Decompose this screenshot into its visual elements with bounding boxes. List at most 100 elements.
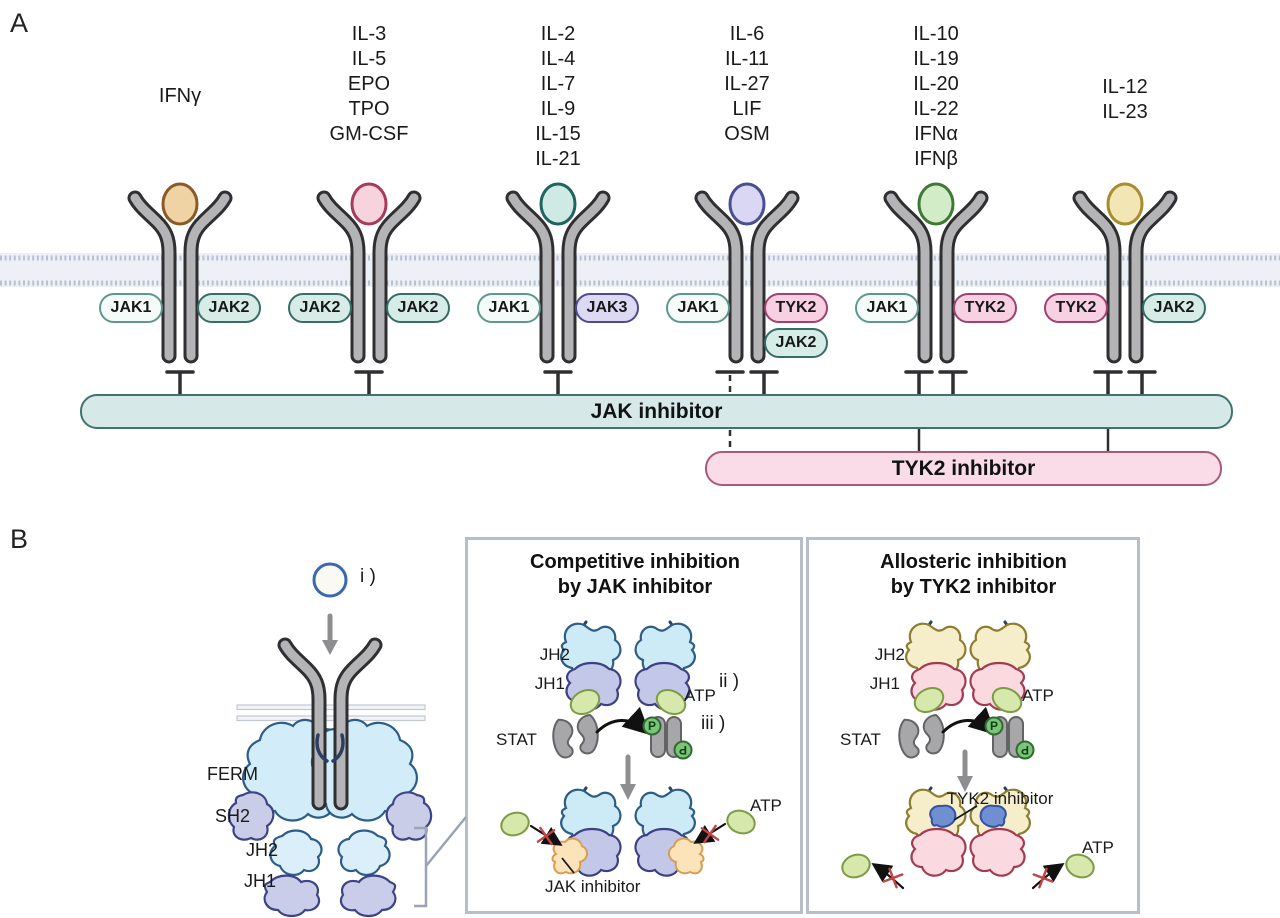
phosphate-circle [984, 716, 1004, 736]
zoom-bracket-line [425, 816, 467, 867]
zoom-bracket [414, 826, 428, 908]
ligand-step-i [312, 562, 348, 598]
inhibition-tbar [938, 370, 968, 398]
cell-membrane [0, 253, 1280, 287]
kinase-pill-jak2: JAK2 [288, 293, 352, 323]
atp-molecule [1065, 853, 1095, 879]
allosteric-inhibited-kinases [841, 786, 1095, 890]
kinase-pill-jak1: JAK1 [855, 293, 919, 323]
kinase-pill-jak2: JAK2 [764, 328, 828, 358]
down-arrow [957, 749, 973, 792]
atp-label: ATP [750, 796, 782, 815]
ligand-il6-family [728, 182, 766, 226]
sh2-domain [385, 791, 433, 841]
atp-molecule [913, 687, 945, 713]
ferm-label: FERM [207, 764, 258, 784]
atp-molecule [655, 689, 687, 715]
jh1-domain [263, 874, 321, 918]
atp-molecule [991, 687, 1023, 713]
atp-release-arrow [1031, 862, 1065, 890]
jh2-label: JH2 [874, 645, 905, 664]
kinase-pill-jak3: JAK3 [575, 293, 639, 323]
cytokine-list-il6: IL-6 IL-11 IL-27 LIF OSM [724, 23, 770, 145]
tyk2-inhibitor-pointer [953, 805, 978, 821]
phosphate-p-label: P [647, 719, 656, 733]
jh1-label: JH1 [534, 674, 565, 693]
jak-domain-blobs-right [310, 718, 433, 918]
down-arrow [620, 754, 636, 800]
membrane-line [236, 715, 426, 722]
stat-protein [895, 717, 923, 760]
atp-label: ATP [1022, 686, 1054, 705]
kinase-pill-tyk2: TYK2 [953, 293, 1017, 323]
ligand-ifng [161, 182, 199, 226]
receptor-tail-hook [331, 733, 345, 763]
blocked-x-icon [700, 824, 720, 844]
inhibition-tbar [543, 370, 573, 398]
tyk2-inhibitor-bar: TYK2 inhibitor [705, 451, 1222, 486]
kinase-pill-tyk2: TYK2 [1044, 293, 1108, 323]
kinase-pill-tyk2: TYK2 [764, 293, 828, 323]
binding-arrow [322, 613, 338, 655]
inhibition-tbar [165, 370, 195, 398]
phosphorylation-arrow [941, 706, 997, 736]
inhibition-tbar [354, 370, 384, 398]
cytokine-list-il10: IL-10 IL-19 IL-20 IL-22 IFNα IFNβ [913, 23, 959, 170]
kinase-pill-jak1: JAK1 [477, 293, 541, 323]
atp-molecule [569, 689, 601, 715]
phosphate-circle [1015, 740, 1035, 760]
kinase-pill-jak2: JAK2 [1142, 293, 1206, 323]
allosteric-active-kinases [904, 620, 1032, 713]
kinase-pill-jak2: JAK2 [386, 293, 450, 323]
jak-inhibitor-bar: JAK inhibitor [80, 394, 1233, 429]
stat-protein [922, 714, 945, 755]
competitive-active-kinases [559, 620, 697, 715]
inhibition-tbar [904, 370, 934, 398]
ligand-gamma-chain [539, 182, 577, 226]
jh2-label: JH2 [245, 840, 278, 860]
jh2-domain [337, 829, 391, 876]
atp-label: ATP [1082, 838, 1114, 857]
kinase-pill-jak2: JAK2 [197, 293, 261, 323]
atp-molecule [726, 809, 756, 835]
stat-label: STAT [840, 730, 881, 749]
competitive-box-title: Competitive inhibition by JAK inhibitor [530, 551, 740, 598]
phospho-stat-dimer [984, 716, 1035, 760]
kinase-pill-jak1: JAK1 [666, 293, 730, 323]
panel-a-label: A [10, 8, 29, 38]
panel-b-label: B [10, 524, 29, 554]
cytokine-list-il3: IL-3 IL-5 EPO TPO GM-CSF [329, 23, 409, 145]
receptor-tail-hook [315, 733, 329, 763]
ligand-il3-family [350, 182, 388, 226]
phosphate-p-label: P [989, 719, 998, 733]
ligand-il12-family [1106, 182, 1144, 226]
jh1-label: JH1 [243, 871, 276, 891]
cytokine-list-il2: IL-2 IL-4 IL-7 IL-9 IL-15 IL-21 [535, 23, 581, 170]
jh1-domain [339, 874, 397, 918]
inhibition-tbar [1093, 370, 1123, 398]
atp-release-arrow [871, 862, 905, 890]
stat-label: STAT [496, 730, 537, 749]
phosphate-p-label-rotated: P [1021, 743, 1030, 757]
stat-protein [576, 714, 599, 755]
atp-label: ATP [684, 686, 716, 705]
atp-molecule [841, 853, 871, 879]
jh2-domain [269, 829, 323, 876]
phosphate-p-label-rotated: P [679, 743, 688, 757]
allosteric-box-title: Allosteric inhibition by TYK2 inhibitor [880, 551, 1067, 598]
competitive-inhibited-kinases [500, 786, 756, 878]
inhibition-tbar [749, 370, 779, 398]
jh2-label: JH2 [539, 645, 570, 664]
jak-inhibitor-label: JAK inhibitor [545, 877, 641, 896]
sh2-label: SH2 [214, 806, 250, 826]
phosphorylation-arrow [595, 706, 651, 736]
jak-inhibitor-pointer [561, 857, 575, 874]
phosphate-circle [673, 740, 693, 760]
membrane-line [236, 704, 426, 711]
tyk2-inhibitor-label: TYK2 inhibitor [946, 789, 1054, 808]
ligand-il10-family [917, 182, 955, 226]
jh1-label: JH1 [869, 674, 900, 693]
step-i-label: i ) [360, 566, 376, 587]
